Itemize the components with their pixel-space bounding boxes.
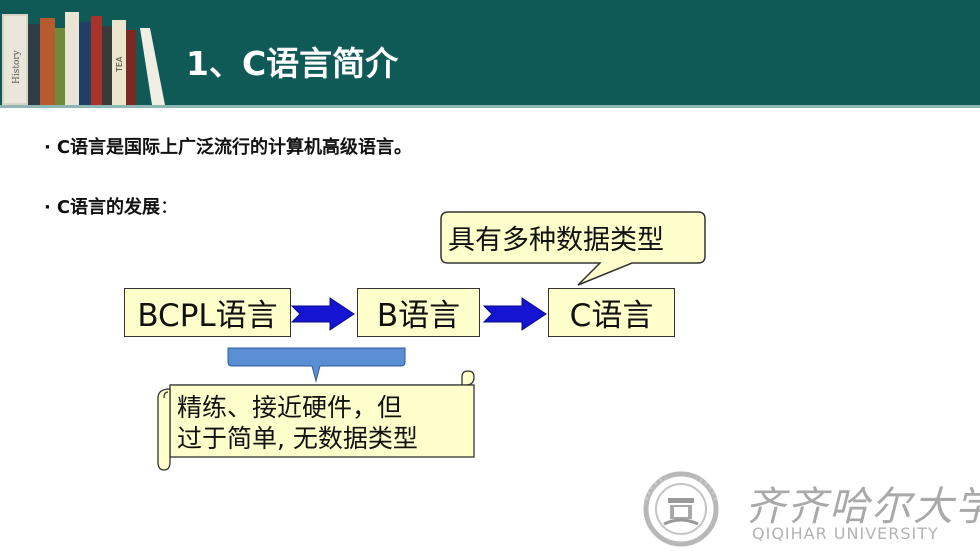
node-label: BCPL语言 [137,298,278,334]
university-name-en: QIQIHAR UNIVERSITY [752,524,939,543]
bullet-item: ·C语言是国际上广泛流行的计算机高级语言。 [44,133,412,159]
book-spine-history: History [12,49,22,84]
bullet-dot: · [44,137,51,158]
scroll-line: 精练、接近硬件，但 [177,393,403,422]
bullet-dot: · [44,197,51,218]
right-arrow-icon [290,297,355,331]
node-b: B语言 [357,288,480,337]
bullet-text: C语言是国际上广泛流行的计算机高级语言。 [56,137,413,158]
slide-title: 1、C语言简介 [186,44,399,83]
node-label: C语言 [569,298,654,334]
books-icon: History TEA [0,0,165,105]
right-arrow-icon [482,297,547,331]
bullet-text: C语言的发展 [56,197,161,218]
university-seal-icon [643,471,719,547]
brace-shape [227,347,406,383]
callout-text: 具有多种数据类型 [448,225,664,256]
university-name-cn: 齐齐哈尔大学 [745,484,980,530]
bullet-colon: ： [160,197,179,218]
node-bcpl: BCPL语言 [124,288,291,337]
scroll-text: 精练、接近硬件，但 过于简单, 无数据类型 [177,392,418,454]
scroll-line: 过于简单, 无数据类型 [177,424,418,453]
book-spine-tea: TEA [115,56,124,73]
node-label: B语言 [376,298,461,334]
header-divider [0,105,980,108]
node-c: C语言 [548,288,675,337]
slide-header: History TEA 1、C语言简介 [0,0,980,105]
bullet-item: ·C语言的发展： [44,193,178,219]
